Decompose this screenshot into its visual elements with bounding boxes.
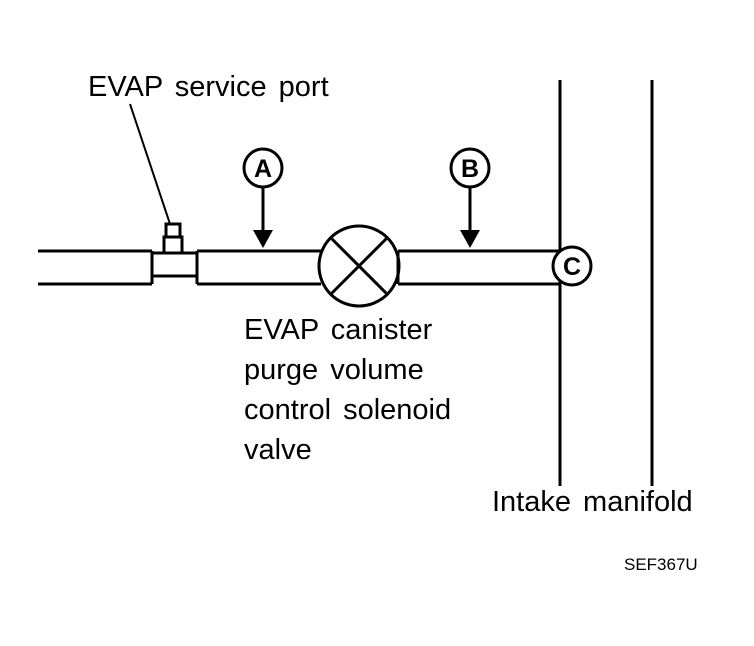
intake-manifold-label: Intake manifold <box>492 486 693 518</box>
point-b-circle <box>449 147 491 189</box>
arrow-a-head <box>253 230 273 248</box>
point-c-label: C <box>563 253 581 281</box>
point-a-marker: A <box>242 147 284 189</box>
valve-label: EVAP canister purge volume control solen… <box>244 316 451 476</box>
point-b-label: B <box>461 155 479 183</box>
point-c-circle <box>551 245 593 287</box>
point-a-label: A <box>254 155 272 183</box>
service-port-cap <box>164 222 182 239</box>
valve-label-line: valve <box>244 434 312 466</box>
service-port-label: EVAP service port <box>88 71 329 103</box>
arrow-b-head <box>460 230 480 248</box>
valve-label-line: control solenoid <box>244 394 452 426</box>
service-port-stub <box>162 235 184 255</box>
point-c-marker: C <box>551 245 593 287</box>
point-b-marker: B <box>449 147 491 189</box>
valve-cross-2 <box>329 236 389 296</box>
figure-code: SEF367U <box>624 555 698 574</box>
valve-label-line: purge volume <box>244 354 424 386</box>
valve-label-line: EVAP canister <box>244 314 433 346</box>
point-a-circle <box>242 147 284 189</box>
service-port-leader <box>129 103 171 225</box>
